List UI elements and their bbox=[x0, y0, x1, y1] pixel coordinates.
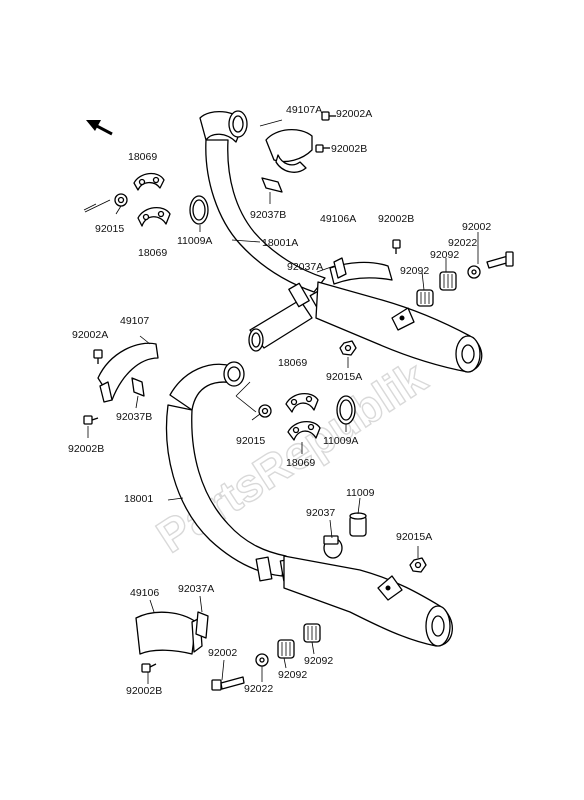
callout-92015-middle: 92015 bbox=[236, 435, 265, 447]
collar-92092-right-1 bbox=[439, 271, 457, 291]
callout-92092-right-1: 92092 bbox=[430, 249, 459, 261]
callout-labels: 49107A 92002A 92002B 18069 92015 18069 1… bbox=[68, 104, 491, 697]
holder-18069-upper-2 bbox=[137, 207, 171, 227]
clamp-92037B-upper bbox=[261, 177, 283, 193]
callout-92037: 92037 bbox=[306, 507, 335, 519]
bolt-92002B-upper bbox=[315, 144, 330, 153]
nut-92015A-middle bbox=[339, 340, 357, 356]
heat-guard-49106A bbox=[329, 257, 393, 285]
callout-92002B-lower: 92002B bbox=[126, 685, 162, 697]
bracket-92037A-lower bbox=[195, 611, 209, 639]
upper-exhaust-pipe-18001A bbox=[199, 110, 329, 352]
callout-18069-middle-1: 18069 bbox=[278, 357, 307, 369]
bolt-92002A-upper bbox=[321, 111, 336, 121]
washer-92022-lower bbox=[255, 653, 269, 667]
bolt-92002-lower bbox=[211, 676, 245, 691]
bolt-92002B-left bbox=[83, 415, 99, 425]
callout-92002B-left: 92002B bbox=[68, 443, 104, 455]
callout-18069-top-1: 18069 bbox=[128, 151, 157, 163]
callout-92022-right: 92022 bbox=[448, 237, 477, 249]
callout-92002-right: 92002 bbox=[462, 221, 491, 233]
holder-18069-middle-1 bbox=[285, 393, 319, 413]
nut-92015-upper bbox=[114, 193, 128, 207]
callout-92015-top: 92015 bbox=[95, 223, 124, 235]
callout-92002B-right: 92002B bbox=[378, 213, 414, 225]
callout-11009: 11009 bbox=[346, 487, 375, 499]
clamp-92037 bbox=[323, 535, 343, 559]
callout-92037B-left: 92037B bbox=[116, 411, 152, 423]
callout-92037A-top: 92037A bbox=[287, 261, 323, 273]
bolt-92002-right bbox=[486, 251, 514, 269]
callout-92002A-top: 92002A bbox=[336, 108, 372, 120]
callout-92037B-top: 92037B bbox=[250, 209, 286, 221]
upper-muffler-body bbox=[315, 281, 483, 373]
collar-92092-right-2 bbox=[416, 289, 434, 307]
callout-11009A-top: 11009A bbox=[177, 235, 212, 247]
callout-92002B-top: 92002B bbox=[331, 143, 367, 155]
nut-92015A-lower bbox=[409, 557, 427, 573]
callout-49107: 49107 bbox=[120, 315, 149, 327]
heat-guard-49106 bbox=[135, 611, 203, 655]
callout-92015A-lower: 92015A bbox=[396, 531, 432, 543]
callout-49106A: 49106A bbox=[320, 213, 356, 225]
callout-92092-lower-1: 92092 bbox=[278, 669, 307, 681]
collar-92092-lower-2 bbox=[303, 623, 321, 643]
callout-18001: 18001 bbox=[124, 493, 153, 505]
callout-11009A-middle: 11009A bbox=[323, 435, 358, 447]
nut-92015-middle bbox=[258, 404, 272, 418]
gasket-11009 bbox=[349, 512, 367, 537]
front-direction-arrow-icon bbox=[86, 120, 113, 136]
leader-lines bbox=[83, 119, 479, 684]
callout-92015A-middle: 92015A bbox=[326, 371, 362, 383]
bolt-92002A-lower bbox=[93, 349, 103, 364]
bolt-92002B-lower bbox=[141, 663, 157, 673]
callout-18069-middle-2: 18069 bbox=[286, 457, 315, 469]
callout-92092-right-2: 92092 bbox=[400, 265, 429, 277]
collar-92092-lower-1 bbox=[277, 639, 295, 659]
callout-18069-top-2: 18069 bbox=[138, 247, 167, 259]
washer-92022-right bbox=[467, 265, 481, 279]
callout-49107A: 49107A bbox=[286, 104, 322, 116]
lower-heat-guard-49107 bbox=[97, 342, 159, 403]
callout-92002A-left: 92002A bbox=[72, 329, 108, 341]
callout-92002-lower: 92002 bbox=[208, 647, 237, 659]
callout-92092-lower-2: 92092 bbox=[304, 655, 333, 667]
holder-18069-upper-1 bbox=[133, 172, 165, 191]
holder-18069-middle-2 bbox=[287, 421, 321, 441]
gasket-11009A-upper bbox=[189, 195, 209, 225]
upper-heat-guard-49107A bbox=[265, 129, 313, 173]
callout-18001A: 18001A bbox=[262, 237, 298, 249]
gasket-11009A-middle bbox=[336, 395, 356, 425]
lower-muffler-body bbox=[283, 555, 453, 647]
bolt-92002B-right bbox=[392, 239, 401, 254]
clamp-92037B-lower bbox=[131, 377, 145, 397]
callout-49106: 49106 bbox=[130, 587, 159, 599]
callout-92022-lower: 92022 bbox=[244, 683, 273, 695]
callout-92037A-lower: 92037A bbox=[178, 583, 214, 595]
